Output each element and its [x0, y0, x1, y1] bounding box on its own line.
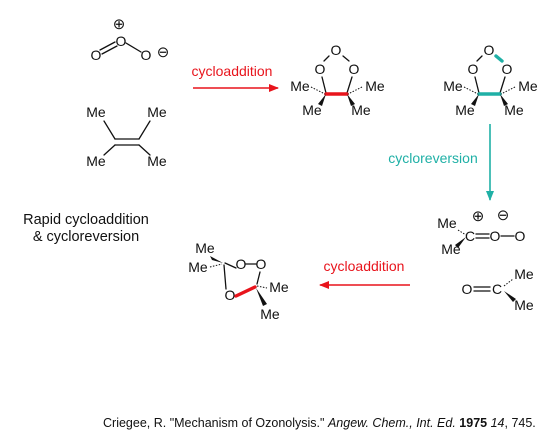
acetone-c: C: [492, 281, 502, 297]
primary-ozonide-teal: O O O Me Me Me Me: [443, 42, 538, 118]
arrow-cycloaddition-top: cycloaddition: [192, 63, 279, 92]
tetramethylethylene: Me Me Me Me: [86, 104, 167, 169]
pozonide2-me-1: Me: [443, 78, 463, 94]
pozonide2-me-3: Me: [455, 102, 475, 118]
pozonide2-o-top: O: [484, 42, 495, 58]
carbonyl-oxide-o1: O: [490, 228, 501, 244]
side-note: Rapid cycloaddition & cycloreversion: [23, 212, 149, 245]
ozonide-me-1: Me: [195, 240, 215, 256]
pozonide1-o-left: O: [315, 61, 326, 77]
acetone-me-1: Me: [514, 266, 534, 282]
ozone-o3: O: [141, 47, 152, 63]
citation-journal: Angew. Chem., Int. Ed.: [327, 416, 456, 430]
carbonyl-oxide-o2: O: [515, 228, 526, 244]
ozone-o1: O: [91, 47, 102, 63]
arrow-cycloreversion: cycloreversion: [388, 124, 494, 201]
pozonide2-me-4: Me: [504, 102, 524, 118]
citation: Criegee, R. "Mechanism of Ozonolysis." A…: [103, 416, 536, 430]
acetone-o: O: [462, 281, 473, 297]
citation-year: 1975: [459, 416, 488, 430]
label-cycloreversion: cycloreversion: [388, 150, 477, 166]
ozonide-o-top-right: O: [256, 256, 267, 272]
acetone-me-2: Me: [514, 297, 534, 313]
pozonide1-me-3: Me: [302, 102, 322, 118]
citation-prefix: Criegee, R. "Mechanism of Ozonolysis.": [103, 416, 325, 430]
ozonide-o-top-left: O: [236, 256, 247, 272]
pozonide1-me-4: Me: [351, 102, 371, 118]
carbonyl-oxide-minus: ⊖: [497, 207, 510, 224]
ozonide-me-2: Me: [188, 259, 208, 275]
alkene-me-3: Me: [86, 153, 106, 169]
ozonide-me-4: Me: [260, 306, 280, 322]
label-cycloaddition-top: cycloaddition: [192, 63, 273, 79]
primary-ozonide-red: O O O Me Me Me Me: [290, 42, 385, 118]
note-line-1: Rapid cycloaddition: [23, 212, 149, 228]
pozonide1-me-2: Me: [365, 78, 385, 94]
carbonyl-oxide: ⊕ ⊖ Me Me C O O: [437, 207, 525, 257]
pozonide1-o-right: O: [349, 61, 360, 77]
acetone: O C Me Me: [462, 266, 534, 313]
pozonide1-me-1: Me: [290, 78, 310, 94]
alkene-me-2: Me: [147, 104, 167, 120]
citation-volume: 14: [490, 416, 505, 430]
citation-pages: , 745.: [504, 416, 536, 430]
alkene-me-1: Me: [86, 104, 106, 120]
ozone-minus-charge: ⊖: [157, 44, 170, 61]
ozone-plus-charge: ⊕: [113, 16, 126, 33]
pozonide2-me-2: Me: [518, 78, 538, 94]
pozonide2-o-left: O: [468, 61, 479, 77]
note-line-2: & cycloreversion: [33, 229, 139, 245]
ozonide-o-bottom: O: [225, 287, 236, 303]
carbonyl-oxide-c: C: [465, 228, 475, 244]
carbonyl-oxide-me-1: Me: [437, 215, 457, 231]
ozone-o2: O: [116, 33, 127, 49]
label-cycloaddition-bottom: cycloaddition: [324, 258, 405, 274]
pozonide1-o-top: O: [331, 42, 342, 58]
ozonide-me-3: Me: [269, 279, 289, 295]
pozonide2-o-right: O: [502, 61, 513, 77]
alkene-me-4: Me: [147, 153, 167, 169]
ozone-molecule: ⊕ O O O ⊖: [91, 16, 170, 63]
carbonyl-oxide-plus: ⊕: [472, 208, 485, 225]
secondary-ozonide: O O O Me Me Me Me: [188, 240, 289, 322]
arrow-cycloaddition-bottom: cycloaddition: [319, 258, 410, 289]
